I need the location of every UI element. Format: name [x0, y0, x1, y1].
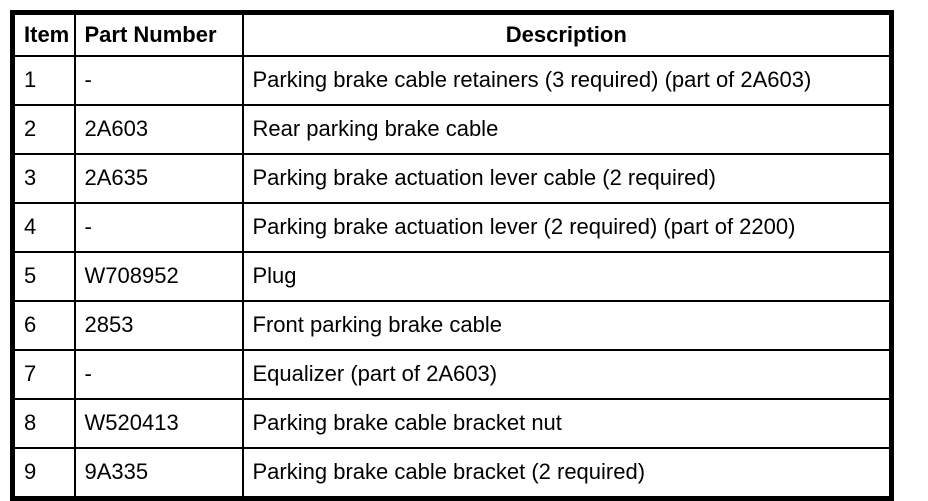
- cell-description: Equalizer (part of 2A603): [241, 349, 893, 400]
- cell-description: Plug: [241, 251, 893, 302]
- cell-part-number: 2A603: [73, 104, 244, 155]
- table-row: 2 2A603 Rear parking brake cable: [11, 104, 893, 155]
- header-item: Item: [11, 11, 76, 57]
- cell-item: 9: [11, 447, 76, 500]
- cell-part-number: W520413: [73, 398, 244, 449]
- table-row: 6 2853 Front parking brake cable: [11, 300, 893, 351]
- table-row: 7 - Equalizer (part of 2A603): [11, 349, 893, 400]
- cell-part-number: -: [73, 349, 244, 400]
- cell-description: Parking brake cable retainers (3 require…: [241, 55, 893, 106]
- table-row: 8 W520413 Parking brake cable bracket nu…: [11, 398, 893, 449]
- cell-description: Parking brake actuation lever (2 require…: [241, 202, 893, 253]
- table-header: Item Part Number Description: [11, 11, 893, 57]
- table-row: 5 W708952 Plug: [11, 251, 893, 302]
- cell-part-number: 9A335: [73, 447, 244, 500]
- cell-item: 5: [11, 251, 76, 302]
- cell-part-number: 2A635: [73, 153, 244, 204]
- table-body: 1 - Parking brake cable retainers (3 req…: [11, 55, 893, 500]
- cell-description: Front parking brake cable: [241, 300, 893, 351]
- parts-table: Item Part Number Description 1 - Parking…: [10, 10, 894, 501]
- cell-part-number: -: [73, 202, 244, 253]
- cell-description: Parking brake cable bracket nut: [241, 398, 893, 449]
- cell-item: 2: [11, 104, 76, 155]
- cell-description: Rear parking brake cable: [241, 104, 893, 155]
- cell-item: 8: [11, 398, 76, 449]
- cell-item: 1: [11, 55, 76, 106]
- cell-part-number: 2853: [73, 300, 244, 351]
- cell-description: Parking brake actuation lever cable (2 r…: [241, 153, 893, 204]
- header-part-number: Part Number: [73, 11, 244, 57]
- cell-item: 3: [11, 153, 76, 204]
- table-row: 4 - Parking brake actuation lever (2 req…: [11, 202, 893, 253]
- cell-item: 7: [11, 349, 76, 400]
- header-row: Item Part Number Description: [11, 11, 893, 57]
- cell-item: 6: [11, 300, 76, 351]
- table-row: 9 9A335 Parking brake cable bracket (2 r…: [11, 447, 893, 500]
- cell-part-number: W708952: [73, 251, 244, 302]
- cell-description: Parking brake cable bracket (2 required): [241, 447, 893, 500]
- header-description: Description: [241, 11, 893, 57]
- cell-item: 4: [11, 202, 76, 253]
- table-row: 3 2A635 Parking brake actuation lever ca…: [11, 153, 893, 204]
- cell-part-number: -: [73, 55, 244, 106]
- table-row: 1 - Parking brake cable retainers (3 req…: [11, 55, 893, 106]
